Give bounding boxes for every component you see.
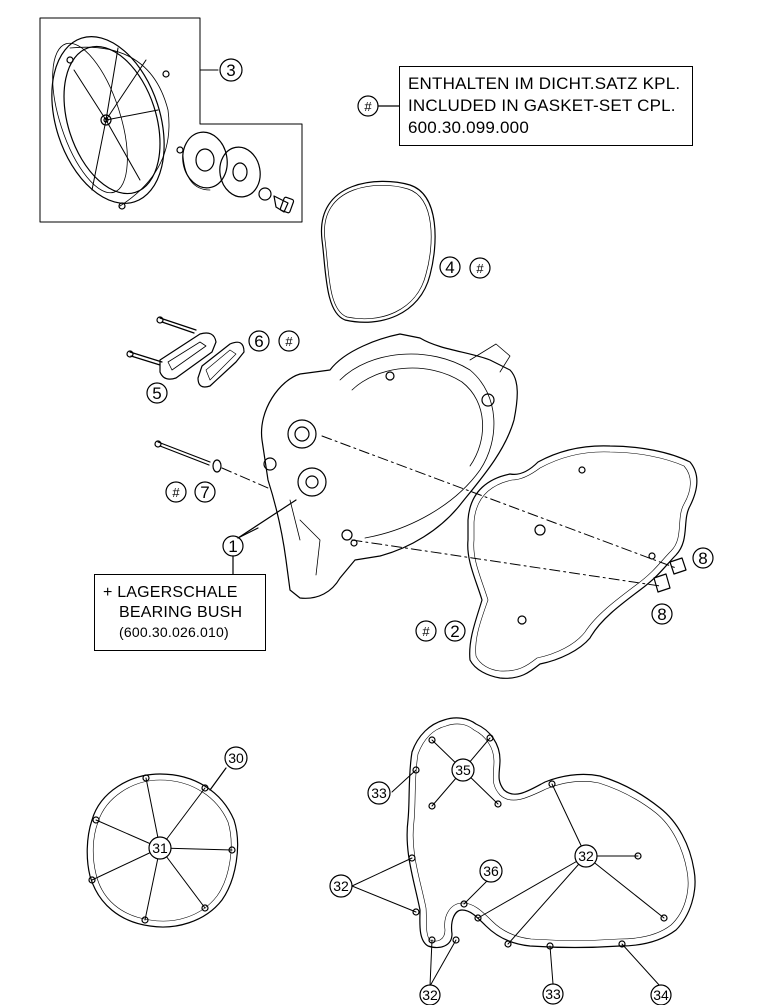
callout-8b: 8 [651,603,673,625]
callout-32c: 32 [419,984,441,1005]
svg-text:8: 8 [657,605,666,624]
cover-gasket [467,445,698,679]
svg-text:#: # [476,261,484,276]
gasket-set-part-number: 600.30.099.000 [408,118,529,137]
gasket-set-marker: # [357,95,400,117]
bearing-bush-note-de: + LAGERSCHALE [103,584,238,601]
callout-35: 35 [451,758,475,782]
svg-text:6: 6 [254,332,263,351]
svg-text:#: # [364,99,372,114]
svg-text:1: 1 [228,537,237,556]
dowel-pins [653,557,687,593]
ignition-cover [260,333,518,599]
callout-32b: 32 [574,844,598,868]
svg-text:2: 2 [450,622,459,641]
svg-text:34: 34 [653,987,669,1003]
callout-1: 1 [222,499,297,575]
callout-33b: 33 [542,983,564,1005]
callout-33a: 33 [367,781,391,805]
clutch-cover-gasket [86,767,239,928]
svg-text:#: # [285,334,293,349]
alignment-lines [221,435,677,587]
o-ring-gasket [321,180,436,323]
svg-text:32: 32 [422,987,438,1003]
bearing-bush-part-number: (600.30.026.010) [119,624,229,640]
svg-text:31: 31 [152,840,168,856]
callout-2: # 2 [415,620,466,642]
gasket-set-note-de: ENTHALTEN IM DICHT.SATZ KPL. [408,74,681,93]
callout-3: 3 [219,58,243,82]
ignition-cover-gasket [406,717,696,950]
svg-text:32: 32 [578,848,594,864]
callout-31: 31 [148,836,172,860]
callout-30: 30 [224,746,248,770]
svg-text:5: 5 [152,384,161,403]
svg-text:32: 32 [333,878,349,894]
callout-4: 4 # [439,256,491,279]
clutch-cover-inset [39,17,303,223]
svg-text:#: # [422,624,430,639]
gasket-set-note-en: INCLUDED IN GASKET-SET CPL. [408,96,676,115]
svg-text:35: 35 [455,762,471,778]
callout-7: # 7 [165,481,216,503]
svg-text:36: 36 [483,863,499,879]
cover-plate-and-screws [126,316,245,388]
gasket-set-note: ENTHALTEN IM DICHT.SATZ KPL. INCLUDED IN… [399,66,693,146]
callout-32a: 32 [329,874,353,898]
svg-text:30: 30 [228,750,244,766]
callout-5: 5 [146,382,168,404]
svg-text:4: 4 [445,258,454,277]
callout-6: 6 # [248,330,300,352]
svg-text:#: # [172,485,180,500]
svg-text:7: 7 [200,483,209,502]
svg-text:8: 8 [698,549,707,568]
bearing-bush-note: + LAGERSCHALE BEARING BUSH (600.30.026.0… [94,574,266,651]
svg-text:33: 33 [371,785,387,801]
bearing-bush-note-en: BEARING BUSH [119,604,243,621]
svg-text:3: 3 [226,61,235,80]
callout-8a: 8 [692,547,714,569]
callout-36: 36 [479,859,503,883]
callout-34: 34 [650,984,672,1005]
gasket-leaders [351,737,665,987]
svg-text:33: 33 [545,986,561,1002]
screw-and-washer [154,440,222,473]
